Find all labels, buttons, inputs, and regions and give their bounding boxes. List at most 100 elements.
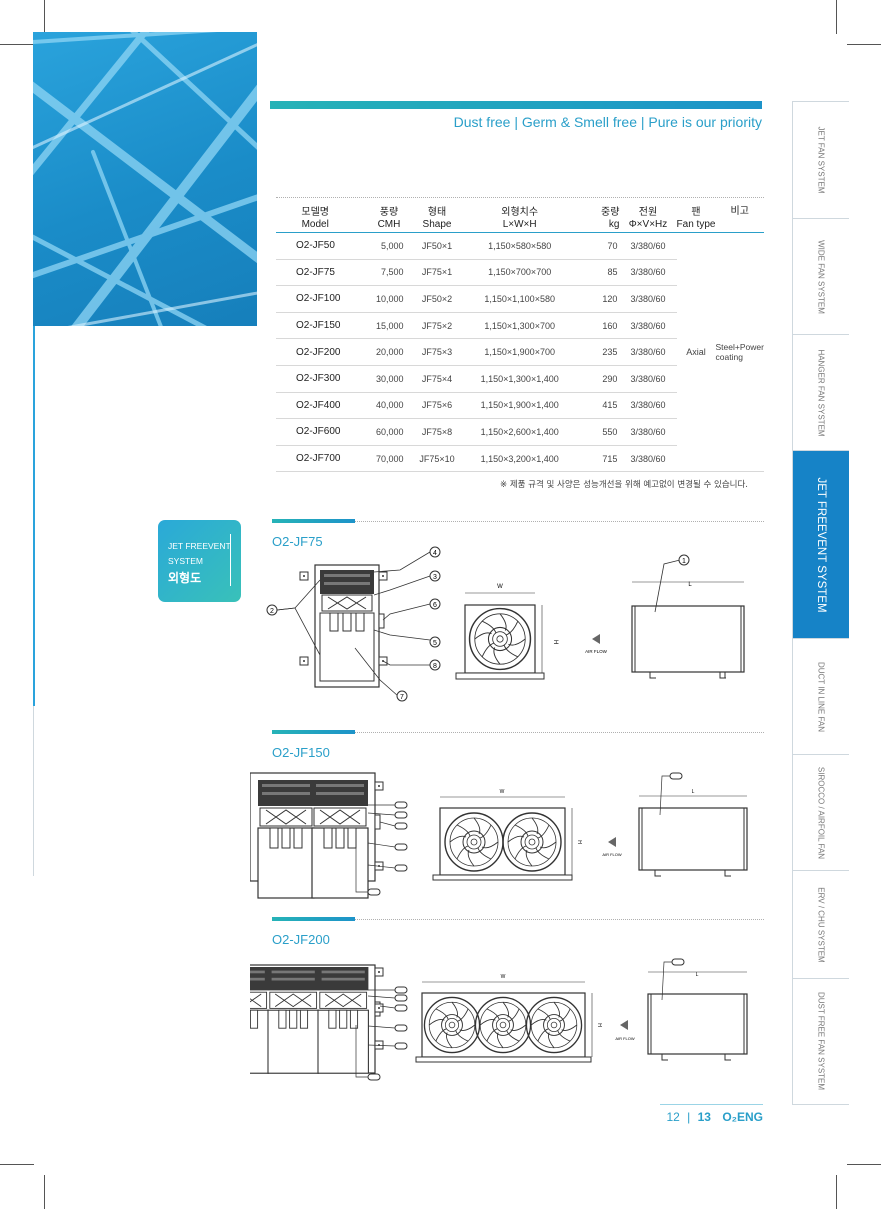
jf200-front-view: W H AIR FLOW xyxy=(415,974,635,1063)
crop-mark xyxy=(836,1175,837,1209)
sidebar-tab-2[interactable]: WIDE FAN SYSTEM xyxy=(793,219,849,335)
callout-4: 4 xyxy=(433,550,437,557)
cell-power: 3/380/60 xyxy=(619,338,677,366)
sidebar-tab-label: DUST FREE FAN SYSTEM xyxy=(816,991,826,1091)
cell-kg: 85 xyxy=(574,259,620,287)
sidebar-tab-4[interactable]: JET FREEVENT SYSTEM xyxy=(793,451,849,639)
jf200-side-view xyxy=(250,964,408,1081)
cell-model: O2-JF100 xyxy=(276,285,355,313)
svg-text:H: H xyxy=(596,1023,602,1027)
cell-model: O2-JF200 xyxy=(276,338,355,366)
header-remark: 비고 xyxy=(730,206,749,217)
sidebar-tab-8[interactable]: DUST FREE FAN SYSTEM xyxy=(793,979,849,1103)
cell-power: 3/380/60 xyxy=(619,445,677,473)
spec-note: ※ 제품 규격 및 사양은 성능개선을 위해 예고없이 변경될 수 있습니다. xyxy=(500,480,748,490)
sidebar-tab-label: DUCT IN LINE FAN xyxy=(816,661,826,732)
cell-power: 3/380/60 xyxy=(619,312,677,340)
outline-drawings: 2 4 3 6 5 8 7 W H AIR FLOW L 1 xyxy=(250,546,748,1081)
sidebar-tab-label: JET FREEVENT SYSTEM xyxy=(815,476,827,613)
divider xyxy=(355,732,764,733)
svg-text:AIR FLOW: AIR FLOW xyxy=(615,1036,635,1041)
cell-shape: JF50×1 xyxy=(409,232,465,260)
header-accent-bar xyxy=(270,101,762,109)
brand-logo: O₂ENG xyxy=(722,1110,763,1124)
sidebar-tab-label: WIDE FAN SYSTEM xyxy=(816,239,826,314)
footer-rule xyxy=(660,1104,763,1105)
cell-power: 3/380/60 xyxy=(619,259,677,287)
cell-dims: 1,150×1,900×700 xyxy=(464,338,575,366)
svg-text:L: L xyxy=(692,789,695,795)
cell-cmh: 15,000 xyxy=(354,312,410,340)
page-number-right: 13 xyxy=(697,1110,711,1124)
sidebar-tab-label: SIROCCO / AIRFOIL FAN xyxy=(816,766,826,859)
cell-kg: 70 xyxy=(574,232,620,260)
svg-text:L: L xyxy=(696,972,699,978)
sidebar-tab-7[interactable]: ERV / CHU SYSTEM xyxy=(793,871,849,979)
crop-mark xyxy=(847,1164,881,1165)
cell-shape: JF50×2 xyxy=(409,285,465,313)
svg-text:H: H xyxy=(576,840,582,844)
cell-cmh: 20,000 xyxy=(354,338,410,366)
section-title-jf75: O2-JF75 xyxy=(272,534,323,549)
crop-mark xyxy=(44,1175,45,1209)
cell-model: O2-JF300 xyxy=(276,365,355,393)
sidebar-tab-label: HANGER FAN SYSTEM xyxy=(816,348,826,437)
margin-rule xyxy=(33,706,34,876)
crop-mark xyxy=(44,0,45,34)
callout-6: 6 xyxy=(433,602,437,609)
cell-cmh: 40,000 xyxy=(354,392,410,420)
callout-8: 8 xyxy=(433,663,437,670)
cell-power: 3/380/60 xyxy=(619,365,677,393)
page-footer: 12 | 13 O₂ENG xyxy=(666,1110,763,1124)
callout-5: 5 xyxy=(433,640,437,647)
cell-dims: 1,150×1,300×1,400 xyxy=(464,365,575,393)
cell-dims: 1,150×1,100×580 xyxy=(464,285,575,313)
callout-2: 2 xyxy=(270,608,274,615)
cell-kg: 120 xyxy=(574,285,620,313)
divider xyxy=(355,919,764,920)
jf75-length-view: L 1 xyxy=(631,554,745,679)
callout-7: 7 xyxy=(400,694,404,701)
remark-line: Steel+Power xyxy=(715,342,764,353)
divider xyxy=(276,197,764,198)
cell-cmh: 30,000 xyxy=(354,365,410,393)
sidebar-tab-label: ERV / CHU SYSTEM xyxy=(816,886,826,963)
sidebar-tab-3[interactable]: HANGER FAN SYSTEM xyxy=(793,335,849,451)
crop-mark xyxy=(0,1164,34,1165)
svg-text:W: W xyxy=(501,974,506,980)
svg-text:W: W xyxy=(500,789,505,795)
section-title-jf200: O2-JF200 xyxy=(272,932,330,947)
crop-mark xyxy=(0,44,34,45)
divider xyxy=(355,521,764,522)
cell-fan-type: Axial xyxy=(676,232,716,473)
cell-model: O2-JF600 xyxy=(276,418,355,446)
cell-dims: 1,150×3,200×1,400 xyxy=(464,445,575,473)
cell-cmh: 70,000 xyxy=(354,445,410,473)
sidebar-tab-6[interactable]: SIROCCO / AIRFOIL FAN xyxy=(793,755,849,871)
section-accent-bar xyxy=(272,519,355,523)
cell-model: O2-JF400 xyxy=(276,392,355,420)
cell-model: O2-JF700 xyxy=(276,445,355,473)
sidebar-tab-5[interactable]: DUCT IN LINE FAN xyxy=(793,639,849,755)
cell-dims: 1,150×580×580 xyxy=(464,232,575,260)
remark-line: coating xyxy=(715,352,743,363)
sidebar-tab-1[interactable]: JET FAN SYSTEM xyxy=(793,102,849,219)
cell-shape: JF75×3 xyxy=(409,338,465,366)
cell-cmh: 60,000 xyxy=(354,418,410,446)
jf150-front-view: W H AIR FLOW xyxy=(432,789,622,881)
jf75-side-view: 2 4 3 6 5 8 7 xyxy=(266,546,441,702)
dim-h: H xyxy=(552,640,558,644)
